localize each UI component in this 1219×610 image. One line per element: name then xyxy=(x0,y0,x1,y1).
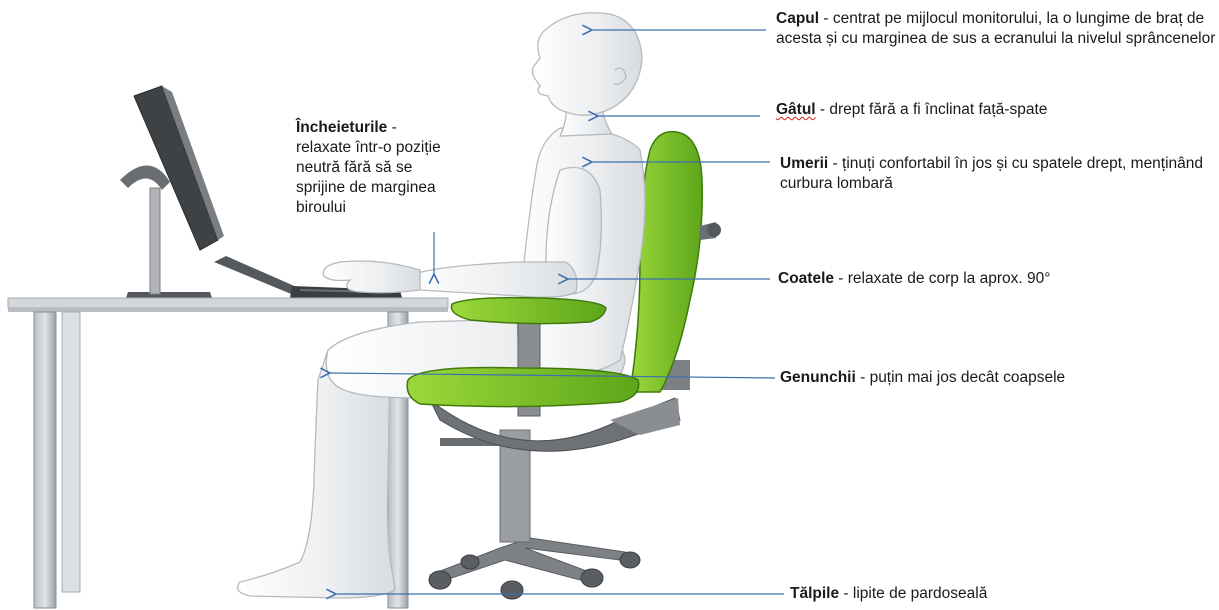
monitor-stand-base xyxy=(126,292,212,298)
label-feet-text: - lipite de pardoseală xyxy=(839,585,987,602)
label-feet-term: Tălpile xyxy=(790,585,839,602)
label-elbows-term: Coatele xyxy=(778,270,834,287)
figure-head xyxy=(532,13,642,115)
label-knees-text: - puțin mai jos decât coapsele xyxy=(856,369,1065,386)
chair-seat-cushion xyxy=(407,368,638,407)
label-neck: Gâtul - drept fără a fi înclinat față-sp… xyxy=(776,100,1216,120)
label-wrists: Încheieturile - relaxate într-o poziție … xyxy=(296,118,456,218)
label-shoulders-text: - ținuți confortabil în jos și cu spatel… xyxy=(780,155,1203,192)
label-neck-text: - drept fără a fi înclinat față-spate xyxy=(816,101,1048,118)
monitor xyxy=(120,86,224,298)
monitor-stand-pole xyxy=(150,188,160,294)
label-head: Capul - centrat pe mijlocul monitorului,… xyxy=(776,9,1216,49)
label-shoulders-term: Umerii xyxy=(780,155,828,172)
label-wrists-term: Încheieturile xyxy=(296,119,387,136)
label-knees-term: Genunchii xyxy=(780,369,856,386)
desk-top xyxy=(8,298,448,308)
label-head-text: - centrat pe mijlocul monitorului, la o … xyxy=(776,10,1215,47)
label-elbows-text: - relaxate de corp la aprox. 90° xyxy=(834,270,1050,287)
figure-forearm xyxy=(407,262,577,297)
label-neck-term: Gâtul xyxy=(776,101,816,118)
label-knees: Genunchii - puțin mai jos decât coapsele xyxy=(780,368,1210,388)
label-head-term: Capul xyxy=(776,10,819,27)
label-elbows: Coatele - relaxate de corp la aprox. 90° xyxy=(778,269,1208,289)
monitor-stand-arm xyxy=(120,165,170,190)
label-shoulders: Umerii - ținuți confortabil în jos și cu… xyxy=(780,154,1216,194)
label-feet: Tălpile - lipite de pardoseală xyxy=(790,584,1210,604)
chair-armrest-pad xyxy=(451,298,606,324)
desk-leg-left xyxy=(34,312,56,608)
